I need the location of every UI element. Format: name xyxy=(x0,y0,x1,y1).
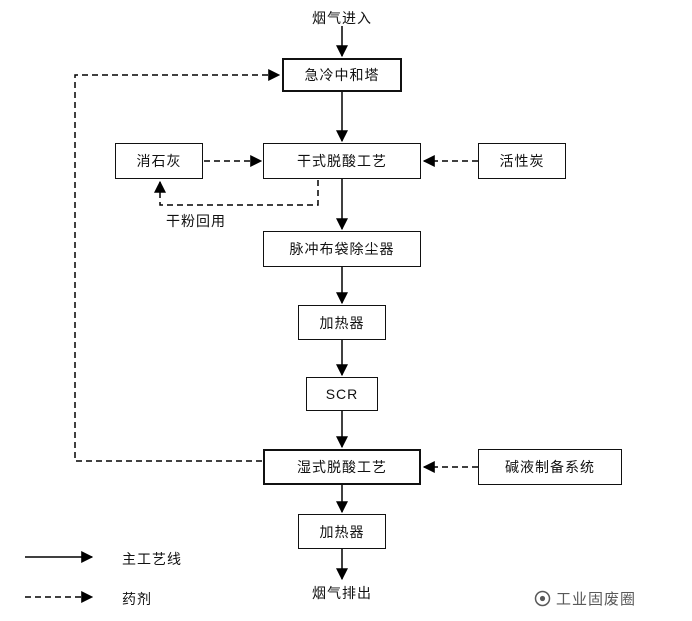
legend-solid-label: 主工艺线 xyxy=(122,551,182,567)
node-scr: SCR xyxy=(306,377,378,411)
node-heater-1: 加热器 xyxy=(298,305,386,340)
flue-gas-out-label: 烟气排出 xyxy=(312,585,372,601)
legend-dashed-label: 药剂 xyxy=(122,591,152,607)
node-activated-carbon: 活性炭 xyxy=(478,143,566,179)
node-heater-2: 加热器 xyxy=(298,514,386,549)
flue-gas-in-label: 烟气进入 xyxy=(312,10,372,26)
watermark-text: 工业固废圈 xyxy=(556,591,637,608)
node-wet-deacidification: 湿式脱酸工艺 xyxy=(263,449,421,485)
node-alkali-preparation-system: 碱液制备系统 xyxy=(478,449,622,485)
node-quench-neutralization-tower: 急冷中和塔 xyxy=(282,58,402,92)
watermark-icon xyxy=(534,590,551,607)
dashed-arrow-wet-to-quench-recirculation xyxy=(74,69,281,462)
node-pulse-bag-dust-collector: 脉冲布袋除尘器 xyxy=(263,231,421,267)
node-dry-deacidification: 干式脱酸工艺 xyxy=(263,143,421,179)
dashed-arrow-drypowder-recycle xyxy=(154,180,319,206)
dry-powder-reuse-label: 干粉回用 xyxy=(166,213,226,229)
watermark: 工业固废圈 xyxy=(534,588,636,609)
node-hydrated-lime: 消石灰 xyxy=(115,143,203,179)
